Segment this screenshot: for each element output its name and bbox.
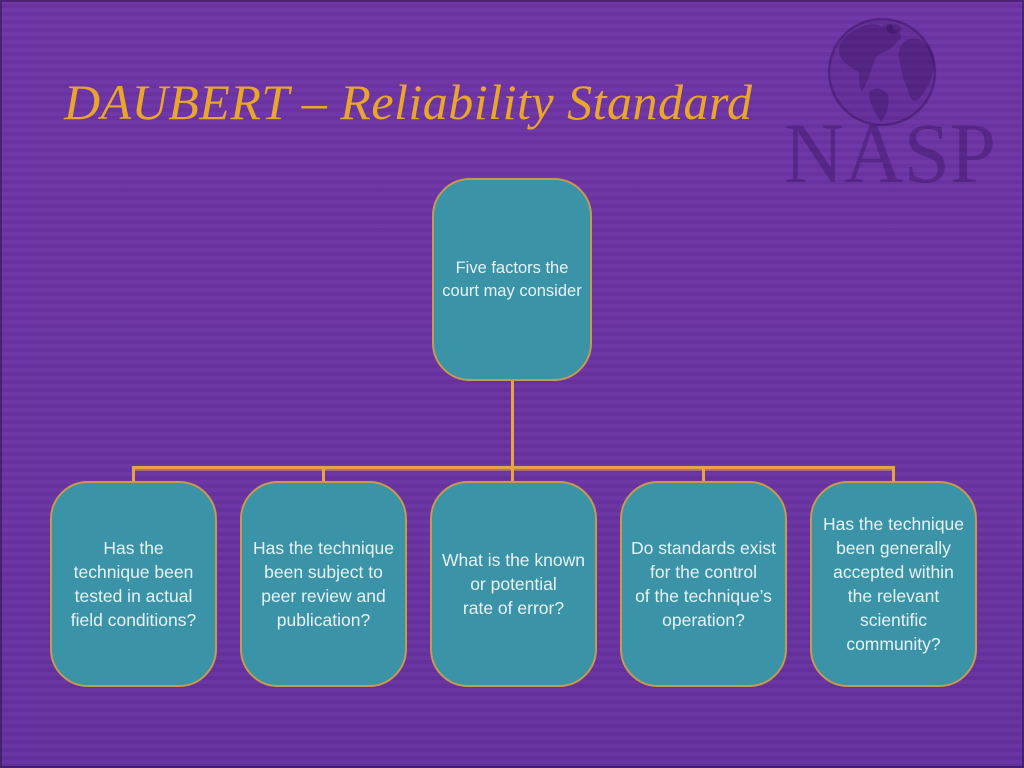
child-node-label: Has the technique been generally accepte… xyxy=(822,514,965,654)
child-node-label: Has the technique been tested in actual … xyxy=(70,538,197,630)
diagram-root-node: Five factors the court may consider xyxy=(432,178,592,381)
connector-drop-2 xyxy=(322,468,325,483)
connector-drop-4 xyxy=(702,468,705,483)
connector-vertical-main xyxy=(511,381,514,468)
diagram-child-node-1: Has the technique been tested in actual … xyxy=(50,481,217,687)
diagram-child-node-3: What is the known or potential rate of e… xyxy=(430,481,597,687)
nasp-wordmark: NASP xyxy=(784,105,996,200)
root-node-label: Five factors the court may consider xyxy=(442,258,582,300)
globe-icon xyxy=(827,17,937,127)
child-node-label: What is the known or potential rate of e… xyxy=(442,550,585,618)
child-node-label: Do standards exist for the control of th… xyxy=(631,538,776,630)
diagram-child-node-5: Has the technique been generally accepte… xyxy=(810,481,977,687)
connector-horizontal xyxy=(132,466,895,469)
connector-drop-1 xyxy=(132,468,135,483)
nasp-logo: NASP xyxy=(784,17,996,200)
diagram-child-node-2: Has the technique been subject to peer r… xyxy=(240,481,407,687)
child-node-label: Has the technique been subject to peer r… xyxy=(252,538,395,630)
connector-drop-3 xyxy=(511,468,514,483)
diagram-child-node-4: Do standards exist for the control of th… xyxy=(620,481,787,687)
slide-title: DAUBERT – Reliability Standard xyxy=(64,74,753,130)
connector-drop-5 xyxy=(892,468,895,483)
